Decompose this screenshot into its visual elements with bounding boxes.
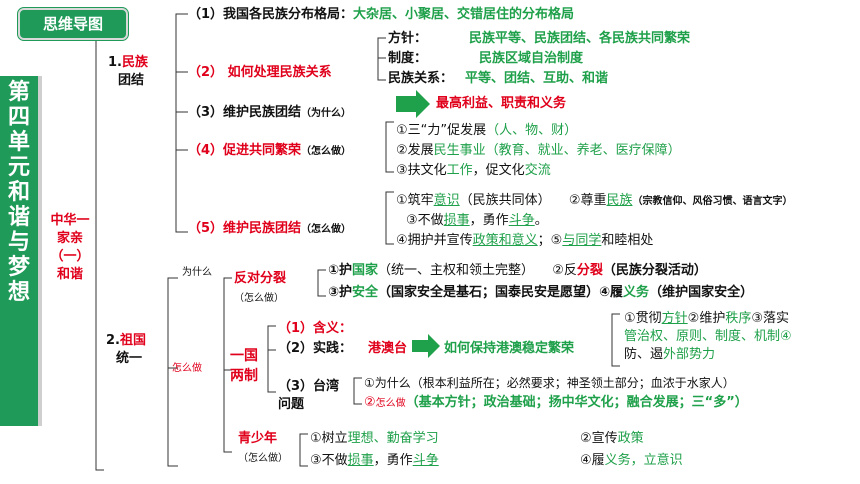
- s1-policy: 方针：民族平等、民族团结、各民族共同繁荣: [388, 31, 691, 46]
- s2-how: 怎么做: [172, 363, 202, 374]
- s2-oppose-line1: ①护国家（统一、主权和领土完整） ②反分裂（民族分裂活动）: [328, 263, 707, 278]
- arrow-right-icon: [412, 334, 440, 358]
- s2-taiwan-how: ②怎么做（基本方针；政治基础；扬中华文化；融合发展；三“多”）: [364, 395, 748, 410]
- s2-youth-1: ①树立理想、勤奋学习: [310, 431, 439, 446]
- s1-item5: （5）维护民族团结（怎么做）: [188, 221, 352, 236]
- lesson-line: 和谐: [56, 267, 83, 282]
- s2-youth-4: ④履义务，立意识: [580, 453, 683, 468]
- s2-hk-keep: ①贯彻方针②维护秩序③落实 管治权、原则、制度、机制④ 防、遏外部势力: [624, 311, 792, 362]
- s2-taiwan-why: ①为什么（根本利益所在；必然要求；神圣领土部分；血浓于水家人）: [364, 376, 735, 390]
- section1-label: 1.民族 团结: [108, 55, 148, 88]
- s1-system: 制度：民族区域自治制度: [388, 51, 584, 66]
- s2-taiwan: （3）台湾问题: [278, 379, 340, 412]
- s2-oppose-line2: ③护安全（国家安全是基石；国泰民安是愿望）④履义务（维护国家安全）: [328, 285, 754, 300]
- lesson-line: （一）: [50, 249, 90, 264]
- s1-relation: 民族关系：平等、团结、互助、和谐: [388, 71, 609, 86]
- s1-item4: （4）促进共同繁荣（怎么做）: [188, 143, 352, 158]
- s1-item5-line3: ④拥护并宣传政策和意义；⑤与同学和睦相处: [396, 233, 654, 248]
- s1-item3: （3）维护民族团结（为什么）: [188, 105, 352, 120]
- s1-item2: （2） 如何处理民族关系: [188, 65, 332, 80]
- arrow-right-icon: [396, 90, 430, 118]
- s1-item4-line1: ①三“力”促发展（人、物、财）: [396, 123, 578, 138]
- s2-oppose: 反对分裂: [234, 271, 287, 286]
- s1-item4-line3: ③扶文化工作，促文化交流: [396, 163, 551, 178]
- lesson-line: 家亲: [56, 231, 83, 246]
- s2-ocs: 一国两制: [230, 348, 258, 384]
- s2-oppose-hint: （怎么做）: [234, 293, 284, 304]
- s2-ocs-meaning: （1）含义：: [278, 321, 353, 336]
- s1-item5-line1: ①筑牢意识（民族共同体） ②尊重民族（宗教信仰、风俗习惯、语言文字）: [396, 193, 793, 208]
- s1-item5-line2: ③不做损事，勇作斗争。: [406, 213, 548, 228]
- s1-item4-line2: ②发展民生事业（教育、就业、养老、医疗保障）: [396, 143, 681, 158]
- section2-label: 2.祖国 统一: [106, 333, 146, 366]
- s2-youth-hint: （怎么做）: [238, 453, 288, 464]
- s1-item3-value: 最高利益、职责和义务: [436, 96, 567, 111]
- lesson-line: 中华一: [50, 213, 90, 228]
- s2-youth-2: ②宣传政策: [580, 431, 644, 446]
- s2-ocs-practice: （2）实践：港澳台: [278, 341, 408, 356]
- mindmap-tag: 思维导图: [18, 8, 128, 40]
- s2-ocs-result: 如何保持港澳稳定繁荣: [444, 341, 575, 356]
- s1-item1: （1）我国各民族分布格局：大杂居、小聚居、交错居住的分布格局: [188, 7, 575, 22]
- unit-title: 第四单元 和谐与梦想: [0, 76, 42, 426]
- s2-why: 为什么: [182, 267, 212, 278]
- s2-youth: 青少年: [238, 431, 278, 446]
- s2-youth-3: ③不做损事，勇作斗争: [310, 453, 439, 468]
- lesson-title: 中华一 家亲 （一） 和谐: [44, 212, 96, 284]
